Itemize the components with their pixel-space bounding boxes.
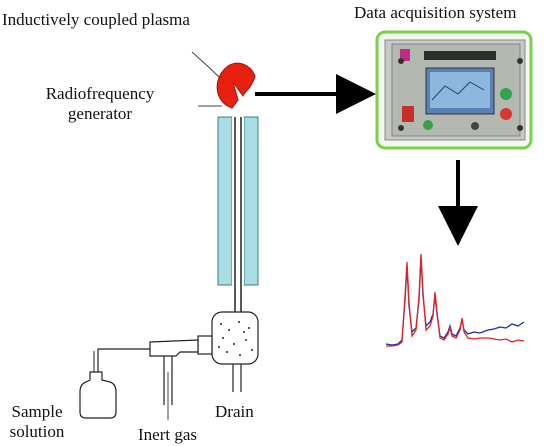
spectrum-red-trace bbox=[386, 253, 525, 347]
drain-label: Drain bbox=[215, 402, 254, 421]
sample-uptake bbox=[79, 348, 150, 419]
icp-leader-line bbox=[191, 51, 223, 81]
torch bbox=[217, 116, 259, 318]
data-acquisition-instrument bbox=[375, 30, 533, 150]
spectrum-plot bbox=[385, 253, 525, 347]
rf-generator-label: Radiofrequency generator bbox=[45, 84, 155, 123]
das-label: Data acquisition system bbox=[354, 3, 517, 22]
inert-gas-label: Inert gas bbox=[138, 425, 198, 444]
nebulizer bbox=[149, 335, 213, 420]
sample-solution-label: Sample solution bbox=[9, 402, 65, 441]
icp-label: Inductively coupled plasma bbox=[2, 10, 190, 29]
spray-chamber bbox=[211, 311, 259, 392]
plasma-flame bbox=[216, 62, 256, 109]
